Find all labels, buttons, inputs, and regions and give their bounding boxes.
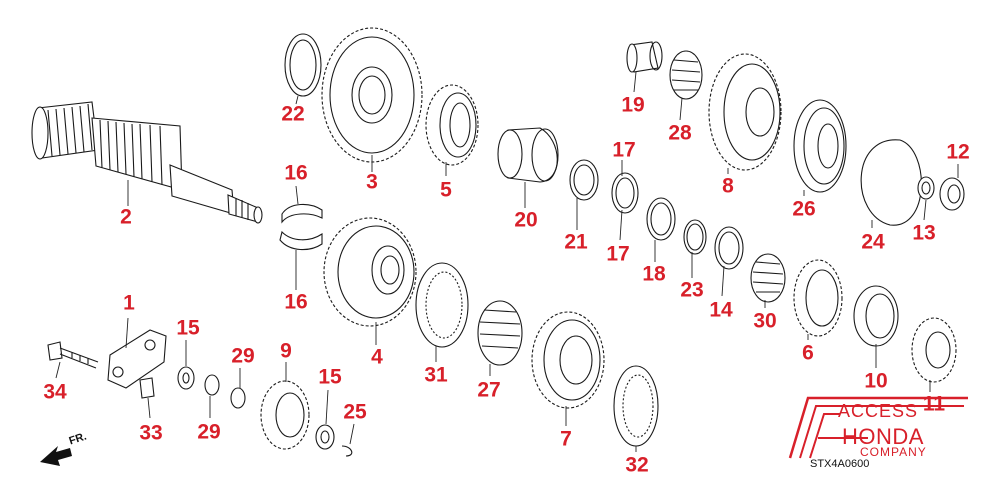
dowel-pin-33 — [139, 377, 155, 399]
callout-6: 6 — [802, 341, 814, 365]
collar-20 — [497, 127, 559, 183]
clip-25 — [341, 445, 353, 457]
callout-8: 8 — [722, 174, 734, 198]
leader-lines — [55, 71, 959, 452]
mainshaft-part — [31, 101, 263, 224]
logo-emblem-icon — [788, 396, 968, 459]
callout-12: 12 — [946, 140, 970, 164]
callout-25: 25 — [343, 400, 367, 424]
logo-line-company: COMPANY — [860, 445, 927, 459]
needle-bearing-27 — [477, 300, 523, 366]
callout-30: 30 — [753, 309, 777, 333]
callout-32: 32 — [625, 453, 649, 477]
access-honda-logo: ACCESS HONDA COMPANY — [778, 388, 978, 468]
callout-3: 3 — [366, 170, 378, 194]
gear-4 — [323, 217, 417, 327]
thrust-shim-22 — [284, 33, 322, 97]
callout-31: 31 — [424, 363, 448, 387]
gear-6 — [793, 259, 843, 337]
cone-19 — [626, 41, 663, 73]
gear-8 — [708, 53, 782, 171]
bearing-26 — [793, 99, 847, 193]
needle-bearing-30 — [750, 253, 786, 303]
nut-12 — [939, 177, 965, 211]
callout-34: 34 — [43, 380, 67, 404]
callout-21: 21 — [564, 230, 588, 254]
bolt-34 — [47, 341, 99, 369]
callout-27: 27 — [477, 378, 501, 402]
callout-15-left: 15 — [176, 316, 200, 340]
callout-15-right: 15 — [318, 365, 342, 389]
callout-19: 19 — [621, 93, 645, 117]
hub-10 — [853, 285, 899, 347]
front-arrow-icon — [40, 446, 72, 466]
callout-14: 14 — [709, 298, 733, 322]
callout-26: 26 — [792, 197, 816, 221]
callout-1: 1 — [123, 291, 135, 315]
bracket-1 — [107, 329, 167, 389]
thrust-washer-32 — [613, 365, 659, 447]
callout-10: 10 — [864, 369, 888, 393]
logo-line-honda: HONDA — [842, 424, 924, 449]
callout-33: 33 — [139, 421, 163, 445]
needle-bearing-29 — [204, 374, 246, 409]
gear-5 — [425, 84, 479, 166]
callout-20: 20 — [514, 208, 538, 232]
callout-16-top: 16 — [284, 161, 308, 185]
callout-9: 9 — [280, 339, 292, 363]
washer-15-left — [177, 366, 195, 390]
callout-17-top: 17 — [612, 138, 636, 162]
callout-29-top: 29 — [231, 344, 255, 368]
callout-24: 24 — [861, 230, 885, 254]
snap-ring-24 — [860, 139, 922, 226]
callout-5: 5 — [440, 178, 452, 202]
washer-13 — [917, 176, 935, 200]
callout-22: 22 — [281, 102, 305, 126]
rings-row — [569, 159, 744, 270]
callout-7: 7 — [560, 427, 572, 451]
gear-3 — [321, 27, 423, 163]
callout-23: 23 — [680, 278, 704, 302]
needle-bearing-28 — [669, 50, 703, 100]
callout-28: 28 — [668, 121, 692, 145]
callout-13: 13 — [912, 221, 936, 245]
washer-15-right — [315, 424, 335, 450]
thrust-washer-31 — [415, 262, 469, 348]
gear-9 — [260, 380, 310, 450]
callout-18: 18 — [642, 262, 666, 286]
callout-29-bottom: 29 — [197, 420, 221, 444]
diagram-code: STX4A0600 — [810, 458, 870, 470]
logo-line-access: ACCESS — [838, 401, 919, 421]
gear-7 — [531, 311, 605, 409]
callout-2: 2 — [120, 205, 132, 229]
gear-11 — [911, 317, 957, 383]
callout-17-bottom: 17 — [606, 242, 630, 266]
bearing-halves-16 — [279, 203, 323, 251]
callout-4: 4 — [371, 345, 383, 369]
callout-16-bottom: 16 — [284, 290, 308, 314]
